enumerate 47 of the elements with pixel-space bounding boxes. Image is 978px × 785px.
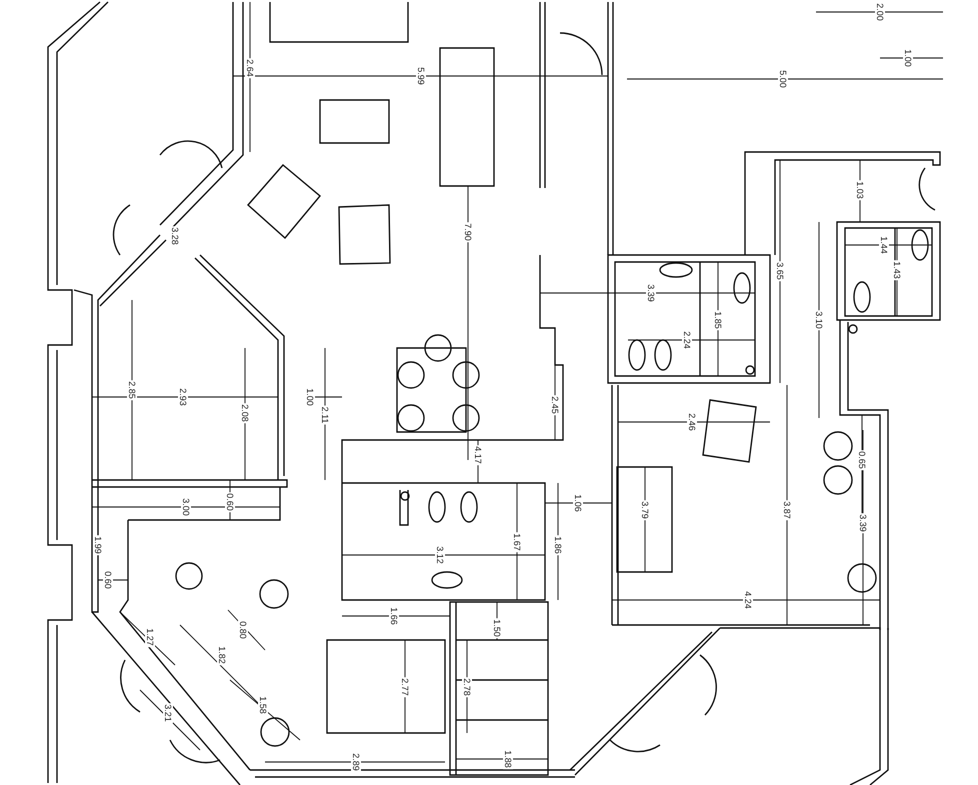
dimension-label: 2.85 — [127, 380, 137, 400]
dimension-label: 3.87 — [782, 500, 792, 520]
dimension-label: 1.88 — [503, 749, 513, 769]
dimension-label: 1.58 — [258, 695, 268, 715]
dimension-label: 4.24 — [743, 590, 753, 610]
dimension-label: 2.00 — [875, 2, 885, 22]
dimension-label: 2.45 — [550, 395, 560, 415]
dimension-label: 2.64 — [245, 58, 255, 78]
dimension-label: 1.03 — [855, 180, 865, 200]
dimension-label: 5.00 — [778, 69, 788, 89]
dimension-label: 1.43 — [892, 260, 902, 280]
dimension-label: 2.93 — [178, 387, 188, 407]
dimension-label: 3.12 — [435, 545, 445, 565]
dimension-label: 0.60 — [103, 570, 113, 590]
dimension-label: 3.39 — [858, 513, 868, 533]
dimension-label: 3.00 — [181, 497, 191, 517]
dimension-label: 1.06 — [573, 493, 583, 513]
dimension-label: 1.44 — [879, 235, 889, 255]
dimension-label: 3.79 — [640, 500, 650, 520]
dimension-label: 2.78 — [462, 677, 472, 697]
dimension-label: 1.27 — [145, 627, 155, 647]
dimension-label: 1.66 — [389, 606, 399, 626]
dimension-label: 2.89 — [351, 752, 361, 772]
dimension-label: 3.21 — [163, 703, 173, 723]
dimension-label: 0.80 — [238, 620, 248, 640]
dimension-label: 4.17 — [473, 445, 483, 465]
dimension-label: 2.08 — [240, 403, 250, 423]
dimension-label: 1.99 — [93, 535, 103, 555]
dimension-label: 3.65 — [775, 261, 785, 281]
dimension-label: 0.65 — [857, 450, 867, 470]
dimension-label: 1.00 — [305, 387, 315, 407]
dimension-label: 3.28 — [170, 226, 180, 246]
dimension-label: 3.10 — [814, 310, 824, 330]
dimension-label: 3.39 — [646, 283, 656, 303]
dimension-label: 1.86 — [553, 535, 563, 555]
dimension-label: 1.00 — [903, 48, 913, 68]
dimension-label: 1.82 — [217, 645, 227, 665]
dimension-label: 1.85 — [713, 310, 723, 330]
dimension-label: 2.77 — [400, 677, 410, 697]
dimension-label: 7.90 — [463, 222, 473, 242]
dimension-label: 2.24 — [682, 330, 692, 350]
dimension-label: 1.50 — [492, 618, 502, 638]
dimension-label: 2.46 — [687, 412, 697, 432]
dimension-label: 2.11 — [320, 406, 330, 424]
dimension-label: 1.67 — [512, 532, 522, 552]
dimension-label: 5.99 — [416, 66, 426, 86]
dimension-label: 0.60 — [225, 492, 235, 512]
